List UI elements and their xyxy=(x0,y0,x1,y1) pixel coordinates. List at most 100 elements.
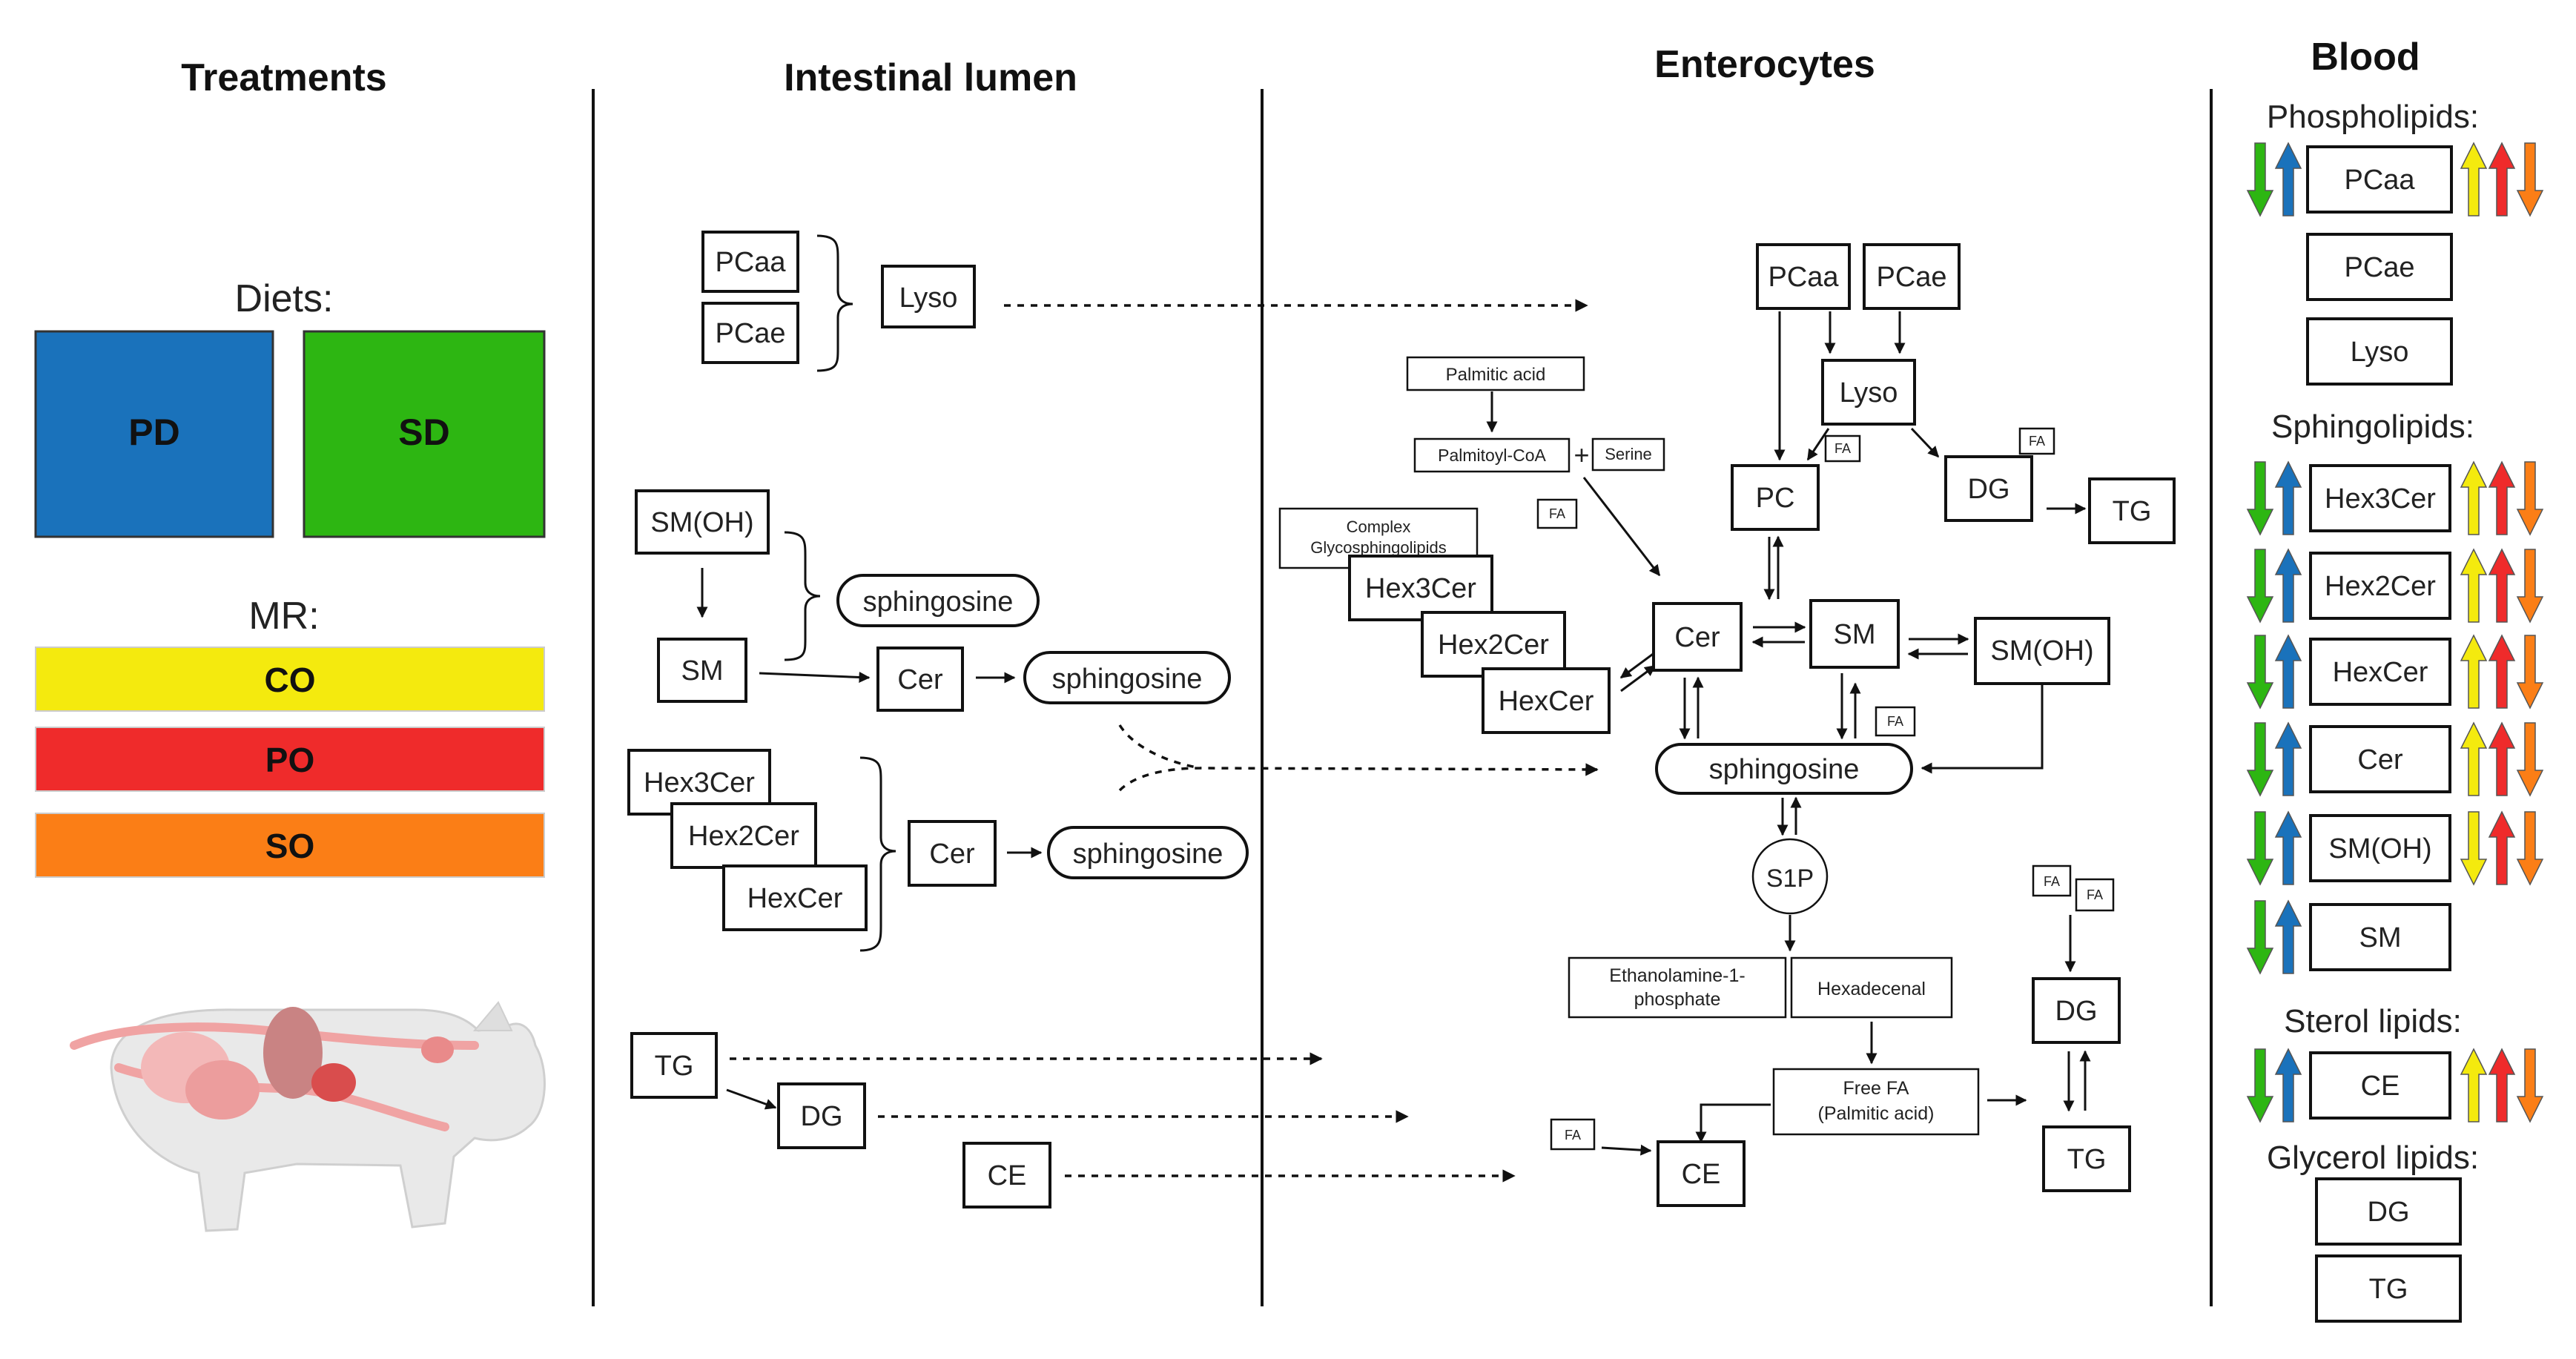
blood-pcae-label: PCae xyxy=(2344,252,2414,283)
blood-cer-diet-down-arrow-1 xyxy=(2246,722,2274,797)
ent-lyso-box xyxy=(1821,359,1916,426)
blood-hex3cer-diet-up-arrow-2 xyxy=(2274,460,2302,535)
diet-pd-box xyxy=(34,330,274,538)
ent-palmitic-acid-box xyxy=(1406,356,1585,391)
blood-phospholipids-label: Phospholipids: xyxy=(2267,99,2479,135)
blood-hexcer-label: HexCer xyxy=(2333,657,2428,688)
ent-fa-ce-box xyxy=(1550,1118,1596,1151)
ent-palmitoyl-coa-label: Palmitoyl-CoA xyxy=(1438,446,1546,465)
header-treatments: Treatments xyxy=(181,56,386,99)
blood-sphingolipids-label: Sphingolipids: xyxy=(2271,409,2474,445)
blood-hex2cer-mr-down-arrow-3 xyxy=(2516,549,2544,624)
blood-cer-box xyxy=(2309,725,2451,793)
lumen-sm-group: SM(OH) SM sphingosine Cer sphingosine xyxy=(635,489,1231,712)
lumen-pcaa-box xyxy=(701,231,799,293)
blood-smoh-label: SM(OH) xyxy=(2328,833,2431,864)
blood-hex3cer-label: Hex3Cer xyxy=(2325,483,2436,515)
blood-ce-label: CE xyxy=(2361,1071,2400,1102)
ent-lyso-label: Lyso xyxy=(1840,377,1898,409)
blood-smoh-box xyxy=(2309,814,2451,882)
ent-freefa-to-ce-arrow xyxy=(1695,1103,1771,1143)
lumen-hexcer-group: Hex3Cer Hex2Cer HexCer Cer sphingosine xyxy=(627,749,1249,952)
ent-cer-label: Cer xyxy=(1674,622,1720,653)
blood-hexcer-diet-down-arrow-1 xyxy=(2246,635,2274,710)
lumen-sm-brace xyxy=(784,531,821,661)
lumen-tg-label: TG xyxy=(655,1051,694,1082)
blood-ce-mr-up-arrow-1 xyxy=(2460,1048,2488,1122)
ent-cer-box xyxy=(1652,602,1743,672)
ent-hex2cer-label: Hex2Cer xyxy=(1438,629,1549,661)
blood-cer-diet-up-arrow-2 xyxy=(2274,721,2302,796)
blood-hex3cer-diet-down-arrow-1 xyxy=(2246,461,2274,536)
lumen-pcae-box xyxy=(701,302,799,364)
mr-co-bar xyxy=(35,647,545,712)
lumen-hex3cer-label: Hex3Cer xyxy=(644,767,755,798)
blood-hexcer-diet-up-arrow-2 xyxy=(2274,634,2302,709)
ent-tg-bottom-box xyxy=(2042,1125,2131,1192)
blood-cer-mr-up-arrow-2 xyxy=(2488,721,2516,796)
ent-complex-gsl-label-1: Complex xyxy=(1347,518,1411,536)
mr-so-label: SO xyxy=(265,827,314,865)
header-intestinal-lumen: Intestinal lumen xyxy=(784,56,1077,99)
ent-fa-dg-1-label: FA xyxy=(2044,874,2060,889)
ent-pc-label: PC xyxy=(1756,483,1795,514)
lumen-cer-1-label: Cer xyxy=(897,664,943,695)
ent-glycosphingolipid-group: Complex Glycosphingolipids Hex3Cer Hex2C… xyxy=(1278,507,1657,734)
ent-tg-top-label: TG xyxy=(2113,496,2152,527)
ent-s1p-node xyxy=(1751,838,1829,915)
lumen-sphingosine-transport-arrow xyxy=(1118,724,1597,792)
blood-glycerol-label: Glycerol lipids: xyxy=(2267,1140,2479,1176)
lumen-pc-group: PCaa PCae Lyso xyxy=(701,231,976,372)
lumen-tg-box xyxy=(630,1032,718,1099)
ent-hexadecenal-box xyxy=(1790,956,1953,1019)
blood-pcae-box xyxy=(2306,233,2453,301)
blood-sm-diet-up-arrow-2 xyxy=(2274,899,2302,974)
blood-lyso-box xyxy=(2306,317,2453,386)
ent-smoh-label: SM(OH) xyxy=(1990,635,2093,667)
ent-serine-box xyxy=(1591,437,1665,472)
pig-illustration xyxy=(70,1001,546,1232)
lumen-sm-box xyxy=(657,638,747,703)
ent-ethanolamine-box xyxy=(1568,956,1787,1019)
lumen-ce-label: CE xyxy=(988,1160,1027,1191)
ent-ce-box xyxy=(1657,1140,1746,1207)
ent-fa-serine-label: FA xyxy=(1549,506,1565,521)
blood-cer-mr-up-arrow-1 xyxy=(2460,721,2488,796)
ent-ethanolamine-label-1: Ethanolamine-1- xyxy=(1609,965,1745,986)
lumen-cer-2-box xyxy=(908,820,997,887)
lumen-sm-label: SM xyxy=(681,655,724,687)
blood-ce-diet-down-arrow-1 xyxy=(2246,1048,2274,1123)
blood-hex3cer-box xyxy=(2309,464,2451,532)
mr-co-label: CO xyxy=(265,661,316,699)
ent-dg-bottom-label: DG xyxy=(2055,996,2098,1027)
blood-smoh-diet-up-arrow-2 xyxy=(2274,810,2302,885)
lumen-hexcer-label: HexCer xyxy=(747,883,843,914)
blood-hex2cer-diet-down-arrow-1 xyxy=(2246,549,2274,624)
ent-pc-box xyxy=(1731,464,1820,531)
blood-tg-box xyxy=(2315,1254,2462,1323)
lumen-sm-to-cer-arrow xyxy=(759,671,871,683)
blood-pcaa-mr-up-arrow-1 xyxy=(2460,142,2488,216)
ent-pcaa-box xyxy=(1756,243,1851,310)
blood-hex3cer-mr-up-arrow-1 xyxy=(2460,460,2488,535)
blood-pcaa-mr-down-arrow-3 xyxy=(2516,142,2544,217)
ent-sphingosine-label: sphingosine xyxy=(1709,754,1860,785)
blood-lyso-label: Lyso xyxy=(2351,337,2409,368)
lumen-cer-1-box xyxy=(876,647,964,712)
blood-smoh-mr-down-arrow-3 xyxy=(2516,811,2544,886)
blood-pcaa-label: PCaa xyxy=(2344,165,2415,196)
ent-fa-ce-label: FA xyxy=(1565,1128,1581,1143)
lumen-sphingosine-2-box xyxy=(1023,651,1231,704)
ent-lyso-to-pc-arrow xyxy=(1806,428,1830,461)
blood-sm-label: SM xyxy=(2359,922,2402,953)
ent-fa-dg-2-box xyxy=(2075,878,2115,912)
ent-fa-dg-box xyxy=(2018,427,2055,455)
ent-sphingosine-box xyxy=(1655,743,1913,795)
ent-sm-label: SM xyxy=(1834,619,1876,650)
ent-fa-sm-label: FA xyxy=(1887,714,1903,729)
lumen-lyso-box xyxy=(881,265,976,328)
blood-pcaa-diet-up-arrow-2 xyxy=(2274,142,2302,216)
ent-palmitoyl-coa-box xyxy=(1413,437,1571,473)
ent-palmitic-acid-label: Palmitic acid xyxy=(1446,365,1546,385)
